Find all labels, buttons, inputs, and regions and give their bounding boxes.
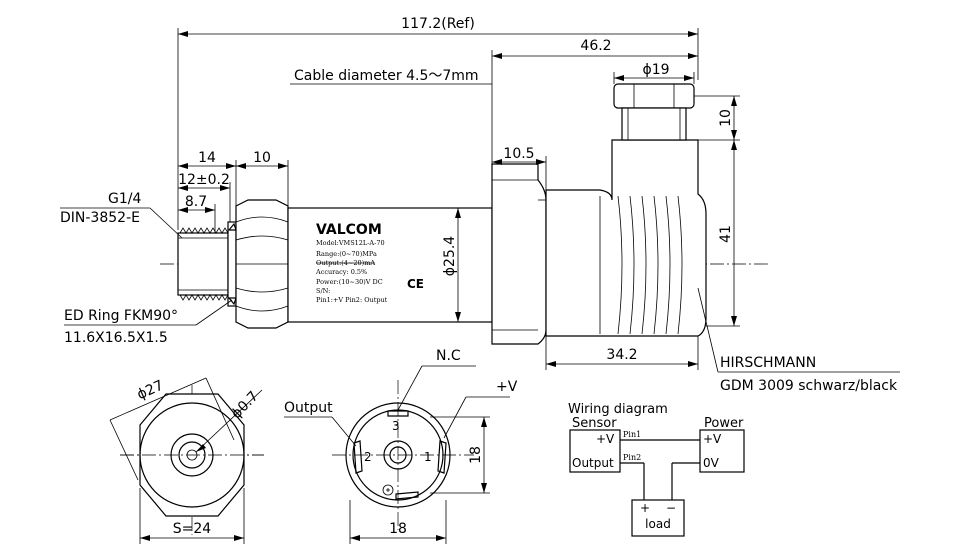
pin1-label: Pin1 xyxy=(623,430,641,439)
seal-callout: ED Ring FKM90° 11.6X16.5X1.5 xyxy=(64,299,233,346)
wiring-diagram: Wiring diagram Sensor Power +V Output +V… xyxy=(568,402,745,537)
hex-nut xyxy=(235,199,289,329)
connector-callout: HIRSCHMANN GDM 3009 schwarz/black xyxy=(697,287,900,394)
thread-callout: G1/4 DIN-3852-E xyxy=(60,191,183,239)
connector-nut xyxy=(491,163,547,345)
nameplate-accuracy: Accuracy: 0.5% xyxy=(315,268,367,276)
plus-v-label: +V xyxy=(496,379,518,395)
pin-3-label: 3 xyxy=(392,419,400,433)
power-plus-label: +V xyxy=(703,432,722,446)
dim-10-5: 10.5 xyxy=(492,146,547,190)
load-plus-label: + xyxy=(640,501,650,515)
thread-section xyxy=(177,221,237,307)
sensor-box xyxy=(569,429,621,473)
dim-10-top-label: 10 xyxy=(253,150,271,166)
dim-overall-label: 117.2(Ref) xyxy=(401,16,475,32)
wiring-title: Wiring diagram xyxy=(568,402,668,417)
dim-34-2-label: 34.2 xyxy=(606,347,637,363)
nameplate-model: Model:VMS12L-A-70 xyxy=(316,239,385,247)
dim-phi19-label: ϕ19 xyxy=(642,62,669,78)
dim-phi0-7-label: ϕ0.7 xyxy=(228,388,261,422)
power-box xyxy=(699,429,745,473)
pin-2-label: 2 xyxy=(364,450,372,464)
nameplate-range: Range:(0~70)MPa xyxy=(316,250,377,258)
dim-connector-length: 46.2 xyxy=(491,38,698,164)
dim-14-label: 14 xyxy=(198,150,216,166)
wiring-sensor-label: Sensor xyxy=(572,416,617,431)
output-label: Output xyxy=(284,400,333,416)
pin-1-label: 1 xyxy=(424,450,432,464)
nameplate-output: Output:(4~20)mA xyxy=(316,259,375,267)
dim-12-label: 12±0.2 xyxy=(178,172,230,188)
nameplate-pins: Pin1:+V Pin2: Output xyxy=(316,296,388,304)
connector-brand-label: HIRSCHMANN xyxy=(720,355,816,371)
dim-34-2: 34.2 xyxy=(545,336,699,370)
dim-10-top: 10 xyxy=(236,150,289,208)
load-box xyxy=(631,499,685,537)
dim-18-width-label: 18 xyxy=(389,521,407,537)
dim-phi19: ϕ19 xyxy=(613,62,695,84)
thread-label: G1/4 xyxy=(108,191,141,207)
dim-cable-diameter-label: Cable diameter 4.5～7mm xyxy=(294,68,479,84)
dim-phi25-4-label: ϕ25.4 xyxy=(442,236,458,277)
dim-41-vertical: 41 xyxy=(706,140,740,327)
dim-overall-length: 117.2(Ref) xyxy=(177,16,699,230)
hex-end-view: S=24 ϕ27 ϕ0.7 xyxy=(109,378,264,544)
wiring-power-label: Power xyxy=(704,416,744,431)
dim-10-5-label: 10.5 xyxy=(503,146,534,162)
dim-18-height-label: 18 xyxy=(468,446,484,464)
load-minus-label: − xyxy=(666,501,676,515)
seal-size-label: 11.6X16.5X1.5 xyxy=(64,330,168,346)
dim-connector-length-label: 46.2 xyxy=(580,38,611,54)
dim-10-vertical: 10 xyxy=(694,95,740,141)
ce-mark: CE xyxy=(407,277,424,291)
dim-8-7-label: 8.7 xyxy=(185,194,207,210)
dim-cable-diameter: Cable diameter 4.5～7mm xyxy=(290,68,492,85)
nameplate: VALCOM Model:VMS12L-A-70 Range:(0~70)MPa… xyxy=(315,222,424,304)
sensor-output-label: Output xyxy=(572,456,614,470)
connector-model-label: GDM 3009 schwarz/black xyxy=(720,378,898,394)
sensor-plus-label: +V xyxy=(596,432,615,446)
standard-label: DIN-3852-E xyxy=(60,210,140,226)
connector-face-view: 3 2 1 N.C +V Output 18 18 xyxy=(284,348,518,544)
cable-gland xyxy=(613,83,695,141)
nameplate-power: Power:(10~30)V DC xyxy=(316,278,383,286)
nc-label: N.C xyxy=(436,348,461,364)
dim-phi25-4: ϕ25.4 xyxy=(442,208,461,322)
dim-8-7: 8.7 xyxy=(178,194,216,233)
dim-10-vertical-label: 10 xyxy=(718,109,734,127)
seal-label: ED Ring FKM90° xyxy=(64,308,178,324)
dim-41-label: 41 xyxy=(718,225,734,243)
dim-14: 14 xyxy=(178,150,237,222)
dim-12: 12±0.2 xyxy=(178,172,231,222)
nameplate-serial: S/N: xyxy=(316,287,330,295)
pin2-label: Pin2 xyxy=(623,453,641,462)
load-label: load xyxy=(645,517,671,531)
nameplate-brand: VALCOM xyxy=(316,222,382,238)
connector-body xyxy=(545,139,707,337)
dim-s24-label: S=24 xyxy=(173,521,212,537)
power-zero-label: 0V xyxy=(703,456,720,470)
